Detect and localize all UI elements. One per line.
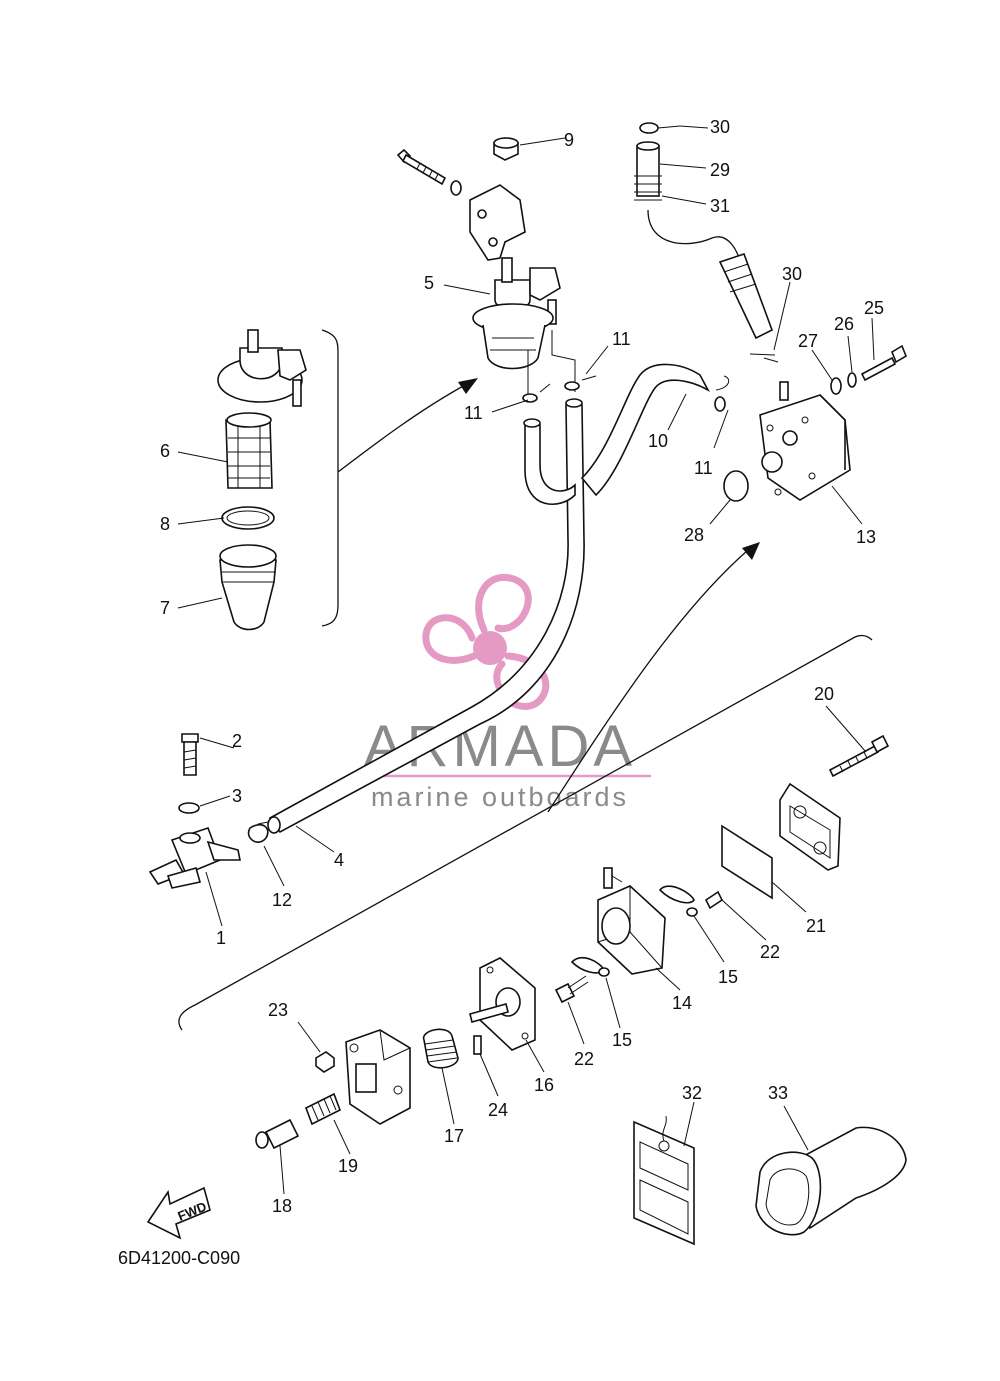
- cowling-cover: [755, 1126, 907, 1236]
- forward-arrow-icon: FWD: [146, 1186, 211, 1240]
- callout-1: 1: [216, 928, 226, 948]
- callout-26: 26: [834, 314, 854, 334]
- callout-28: 28: [684, 525, 704, 545]
- callouts: 9 5 6 8 7 11 11 11 10 28 13 27 26 25 30 …: [160, 117, 884, 1216]
- callout-23: 23: [268, 1000, 288, 1020]
- callout-29: 29: [710, 160, 730, 180]
- callout-18: 18: [272, 1196, 292, 1216]
- propeller-icon: [422, 573, 550, 710]
- callout-27: 27: [798, 331, 818, 351]
- u-hose: [523, 418, 576, 505]
- primer-hose: [634, 122, 779, 363]
- callout-30-pump: 30: [782, 264, 802, 284]
- callout-16: 16: [534, 1075, 554, 1095]
- pump-parts-lower: [255, 734, 890, 1150]
- callout-19: 19: [338, 1156, 358, 1176]
- fuel-pump: [723, 344, 907, 502]
- callout-10: 10: [648, 431, 668, 451]
- callout-17: 17: [444, 1126, 464, 1146]
- filter-detail: [217, 329, 307, 631]
- callout-6: 6: [160, 441, 170, 461]
- callout-3: 3: [232, 786, 242, 806]
- callout-7: 7: [160, 598, 170, 618]
- callout-24: 24: [488, 1100, 508, 1120]
- section-divider-line: [178, 634, 873, 1031]
- callout-21: 21: [806, 916, 826, 936]
- callout-25: 25: [864, 298, 884, 318]
- callout-9: 9: [564, 130, 574, 150]
- watermark-tagline: marine outboards: [371, 782, 629, 812]
- fuel-joint: [148, 733, 241, 889]
- callout-11-right: 11: [694, 458, 713, 478]
- callout-15-left: 15: [612, 1030, 632, 1050]
- fuel-hose: [267, 398, 585, 834]
- fuel-hose-10: [580, 363, 710, 497]
- detail-arrow-upper: [337, 384, 466, 473]
- callout-33: 33: [768, 1083, 788, 1103]
- callout-20: 20: [814, 684, 834, 704]
- callout-22-left: 22: [574, 1049, 594, 1069]
- callout-8: 8: [160, 514, 170, 534]
- arrow-head-upper: [458, 378, 478, 394]
- fuel-filter-assembly: [396, 137, 576, 398]
- hose-clips: [247, 375, 730, 843]
- callout-11-left: 11: [464, 403, 483, 423]
- callout-31: 31: [710, 196, 730, 216]
- detail-arrow-lower: [547, 549, 749, 813]
- arrow-head-lower: [742, 542, 760, 560]
- callout-4: 4: [334, 850, 344, 870]
- callout-30-top: 30: [710, 117, 730, 137]
- callout-14: 14: [672, 993, 692, 1013]
- leader-lines: [177, 125, 875, 1195]
- callout-15-right: 15: [718, 967, 738, 987]
- bracket-line: [321, 329, 339, 627]
- label-card: [633, 1115, 695, 1246]
- callout-2: 2: [232, 731, 242, 751]
- callout-11-top: 11: [612, 329, 631, 349]
- callout-5: 5: [424, 273, 434, 293]
- callout-22-right: 22: [760, 942, 780, 962]
- callout-12: 12: [272, 890, 292, 910]
- callout-32: 32: [682, 1083, 702, 1103]
- callout-13: 13: [856, 527, 876, 547]
- drawing-code: 6D41200-C090: [118, 1248, 240, 1268]
